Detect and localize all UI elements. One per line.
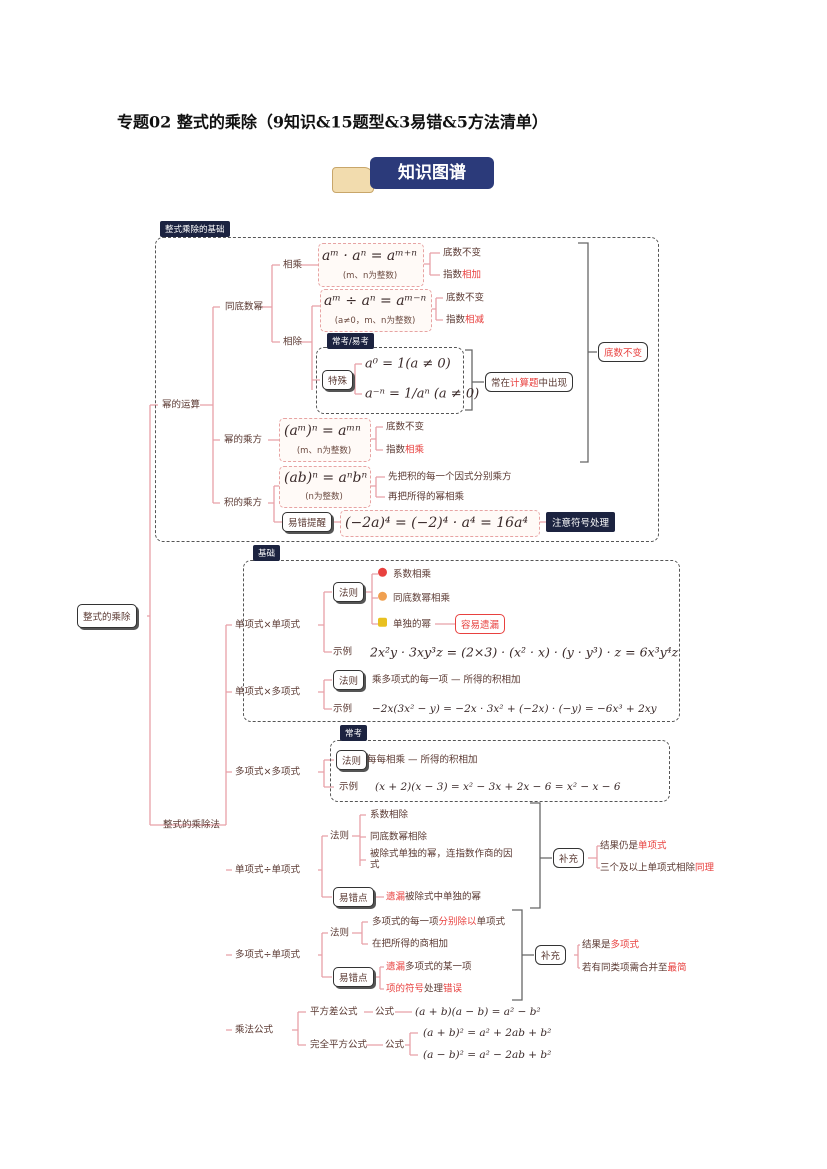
node-perfect-square: 完全平方公式	[310, 1039, 368, 1051]
prod-step-1: 先把积的每一个因式分别乘方	[388, 471, 512, 483]
formula-box-warn	[340, 510, 540, 537]
root-node: 整式的乘除	[77, 604, 137, 628]
formula-div: aᵐ ÷ aⁿ = aᵐ⁻ⁿ	[324, 293, 427, 309]
common-box	[330, 740, 670, 802]
rule-node: 法则	[336, 750, 368, 770]
banner-label: 知识图谱	[370, 157, 494, 189]
example-mm: 2x²y · 3xy³z = (2×3) · (x² · x) · (y · y…	[370, 644, 679, 660]
node-power-of-product: 积的乘方	[224, 497, 263, 509]
example-pp: (x + 2)(x − 3) = x² − 3x + 2x − 6 = x² −…	[375, 781, 621, 793]
error-node: 易错点	[333, 887, 374, 907]
md-rule-3: 被除式单独的幂，连指数作商的因式	[370, 848, 513, 871]
node-multiply: 相乘	[283, 259, 303, 271]
sign-note: 注意符号处理	[546, 512, 616, 532]
base-same-summary: 底数不变	[598, 342, 649, 362]
node-divide: 相除	[283, 336, 303, 348]
mm-rule-1: 系数相乘	[378, 567, 431, 580]
rule-node: 法则	[333, 582, 365, 602]
easy-miss-note: 容易遗漏	[455, 614, 506, 634]
prod-step-2: 再把所得的幂相乘	[388, 491, 465, 503]
basic-box	[243, 560, 680, 722]
pp-rule: 每每相乘 — 所得的积相加	[367, 754, 478, 766]
formula-prod: (ab)ⁿ = aⁿbⁿ	[284, 470, 368, 486]
pd-error-1: 遗漏多项式的某一项	[386, 961, 472, 973]
node-mono-poly: 单项式×多项式	[235, 686, 300, 698]
mul-exp: 指数相加	[443, 269, 482, 281]
number-3-icon	[378, 617, 387, 627]
rule-label: 法则	[330, 927, 350, 939]
formula-box-pow	[279, 418, 371, 462]
formula-pow: (aᵐ)ⁿ = aᵐⁿ	[284, 423, 361, 439]
rule-label: 法则	[330, 830, 350, 842]
formula-prod-note: (n为整数)	[305, 492, 343, 502]
often-node: 常在计算题中出现	[485, 372, 574, 392]
pd-rule-2: 在把所得的商相加	[372, 938, 449, 950]
warn-node: 易错提醒	[282, 512, 333, 532]
example-mp: −2x(3x² − y) = −2x · 3x² + (−2x) · (−y) …	[372, 703, 657, 715]
mul-base: 底数不变	[443, 247, 482, 259]
special-box	[316, 347, 464, 414]
formula-mul: aᵐ · aⁿ = aᵐ⁺ⁿ	[322, 248, 417, 264]
node-power-of-power: 幂的乘方	[224, 434, 263, 446]
number-2-icon	[378, 591, 387, 601]
mm-rule-3: 单独的幂	[378, 617, 431, 630]
example-label: 示例	[333, 646, 353, 658]
pd-supp-1: 结果是多项式	[582, 939, 640, 951]
node-mul-div: 整式的乘除法	[163, 819, 221, 831]
formula-box-prod	[279, 466, 371, 508]
banner: 知识图谱	[330, 155, 495, 195]
mm-rule-2: 同底数幂相乘	[378, 591, 450, 604]
node-same-base: 同底数幂	[225, 301, 264, 313]
number-1-icon	[378, 567, 387, 577]
node-formulas: 乘法公式	[235, 1024, 274, 1036]
example-label: 示例	[339, 781, 359, 793]
node-poly-div-mono: 多项式÷单项式	[235, 949, 300, 961]
formula-div-note: (a≠0，m、n为整数)	[334, 316, 416, 326]
md-supp-1: 结果仍是单项式	[600, 840, 667, 852]
md-supp-2: 三个及以上单项式相除同理	[600, 862, 715, 874]
formula-square-diff: (a − b)² = a² − 2ab + b²	[423, 1049, 552, 1061]
node-mono-div-mono: 单项式÷单项式	[235, 864, 300, 876]
supplement-node: 补充	[535, 945, 567, 965]
pow-exp: 指数相乘	[386, 444, 425, 456]
formula-mul-note: (m、n为整数)	[342, 271, 398, 281]
div-base: 底数不变	[446, 292, 485, 304]
pd-supp-2: 若有同类项需合并至最简	[582, 962, 687, 974]
md-error: 遗漏被除式中单独的幂	[386, 891, 482, 903]
formula-label: 公式	[375, 1006, 395, 1018]
md-rule-2: 同底数幂相除	[370, 831, 428, 843]
page-title: 专题02 整式的乘除（9知识&15题型&3易错&5方法清单）	[117, 112, 548, 132]
pd-error-2: 项的符号处理错误	[386, 983, 463, 995]
formula-box-mul	[318, 243, 424, 287]
pow-base: 底数不变	[386, 421, 425, 433]
rule-node: 法则	[333, 670, 365, 690]
formula-box-div	[320, 289, 432, 332]
basic-tab: 基础	[253, 545, 281, 561]
formula-neg-exp: a⁻ⁿ = 1/aⁿ (a ≠ 0)	[365, 386, 480, 402]
formula-square-sum: (a + b)² = a² + 2ab + b²	[423, 1027, 552, 1039]
supplement-node: 补充	[553, 848, 585, 868]
node-poly-poly: 多项式×多项式	[235, 766, 300, 778]
example-label: 示例	[333, 703, 353, 715]
book-icon	[332, 167, 374, 193]
node-mono-mono: 单项式×单项式	[235, 619, 300, 631]
node-diff-squares: 平方差公式	[310, 1006, 358, 1018]
formula-warn: (−2a)⁴ = (−2)⁴ · a⁴ = 16a⁴	[345, 515, 529, 531]
formula-zero-exp: a⁰ = 1(a ≠ 0)	[365, 356, 451, 372]
error-node: 易错点	[333, 967, 374, 987]
formula-diff-squares: (a + b)(a − b) = a² − b²	[415, 1006, 541, 1018]
div-exp: 指数相减	[446, 314, 485, 326]
formula-pow-note: (m、n为整数)	[296, 446, 352, 456]
common-tab: 常考/易考	[327, 333, 374, 349]
node-power-ops: 幂的运算	[162, 399, 201, 411]
special-node: 特殊	[322, 370, 354, 390]
md-rule-1: 系数相除	[370, 809, 409, 821]
pd-rule-1: 多项式的每一项分别除以单项式	[372, 916, 506, 928]
section-basics-box	[155, 237, 659, 542]
section-basics-tab: 整式乘除的基础	[160, 221, 230, 237]
mp-rule: 乘多项式的每一项 — 所得的积相加	[372, 674, 521, 686]
formula-label: 公式	[385, 1039, 405, 1051]
common-tab-2: 常考	[340, 725, 368, 741]
